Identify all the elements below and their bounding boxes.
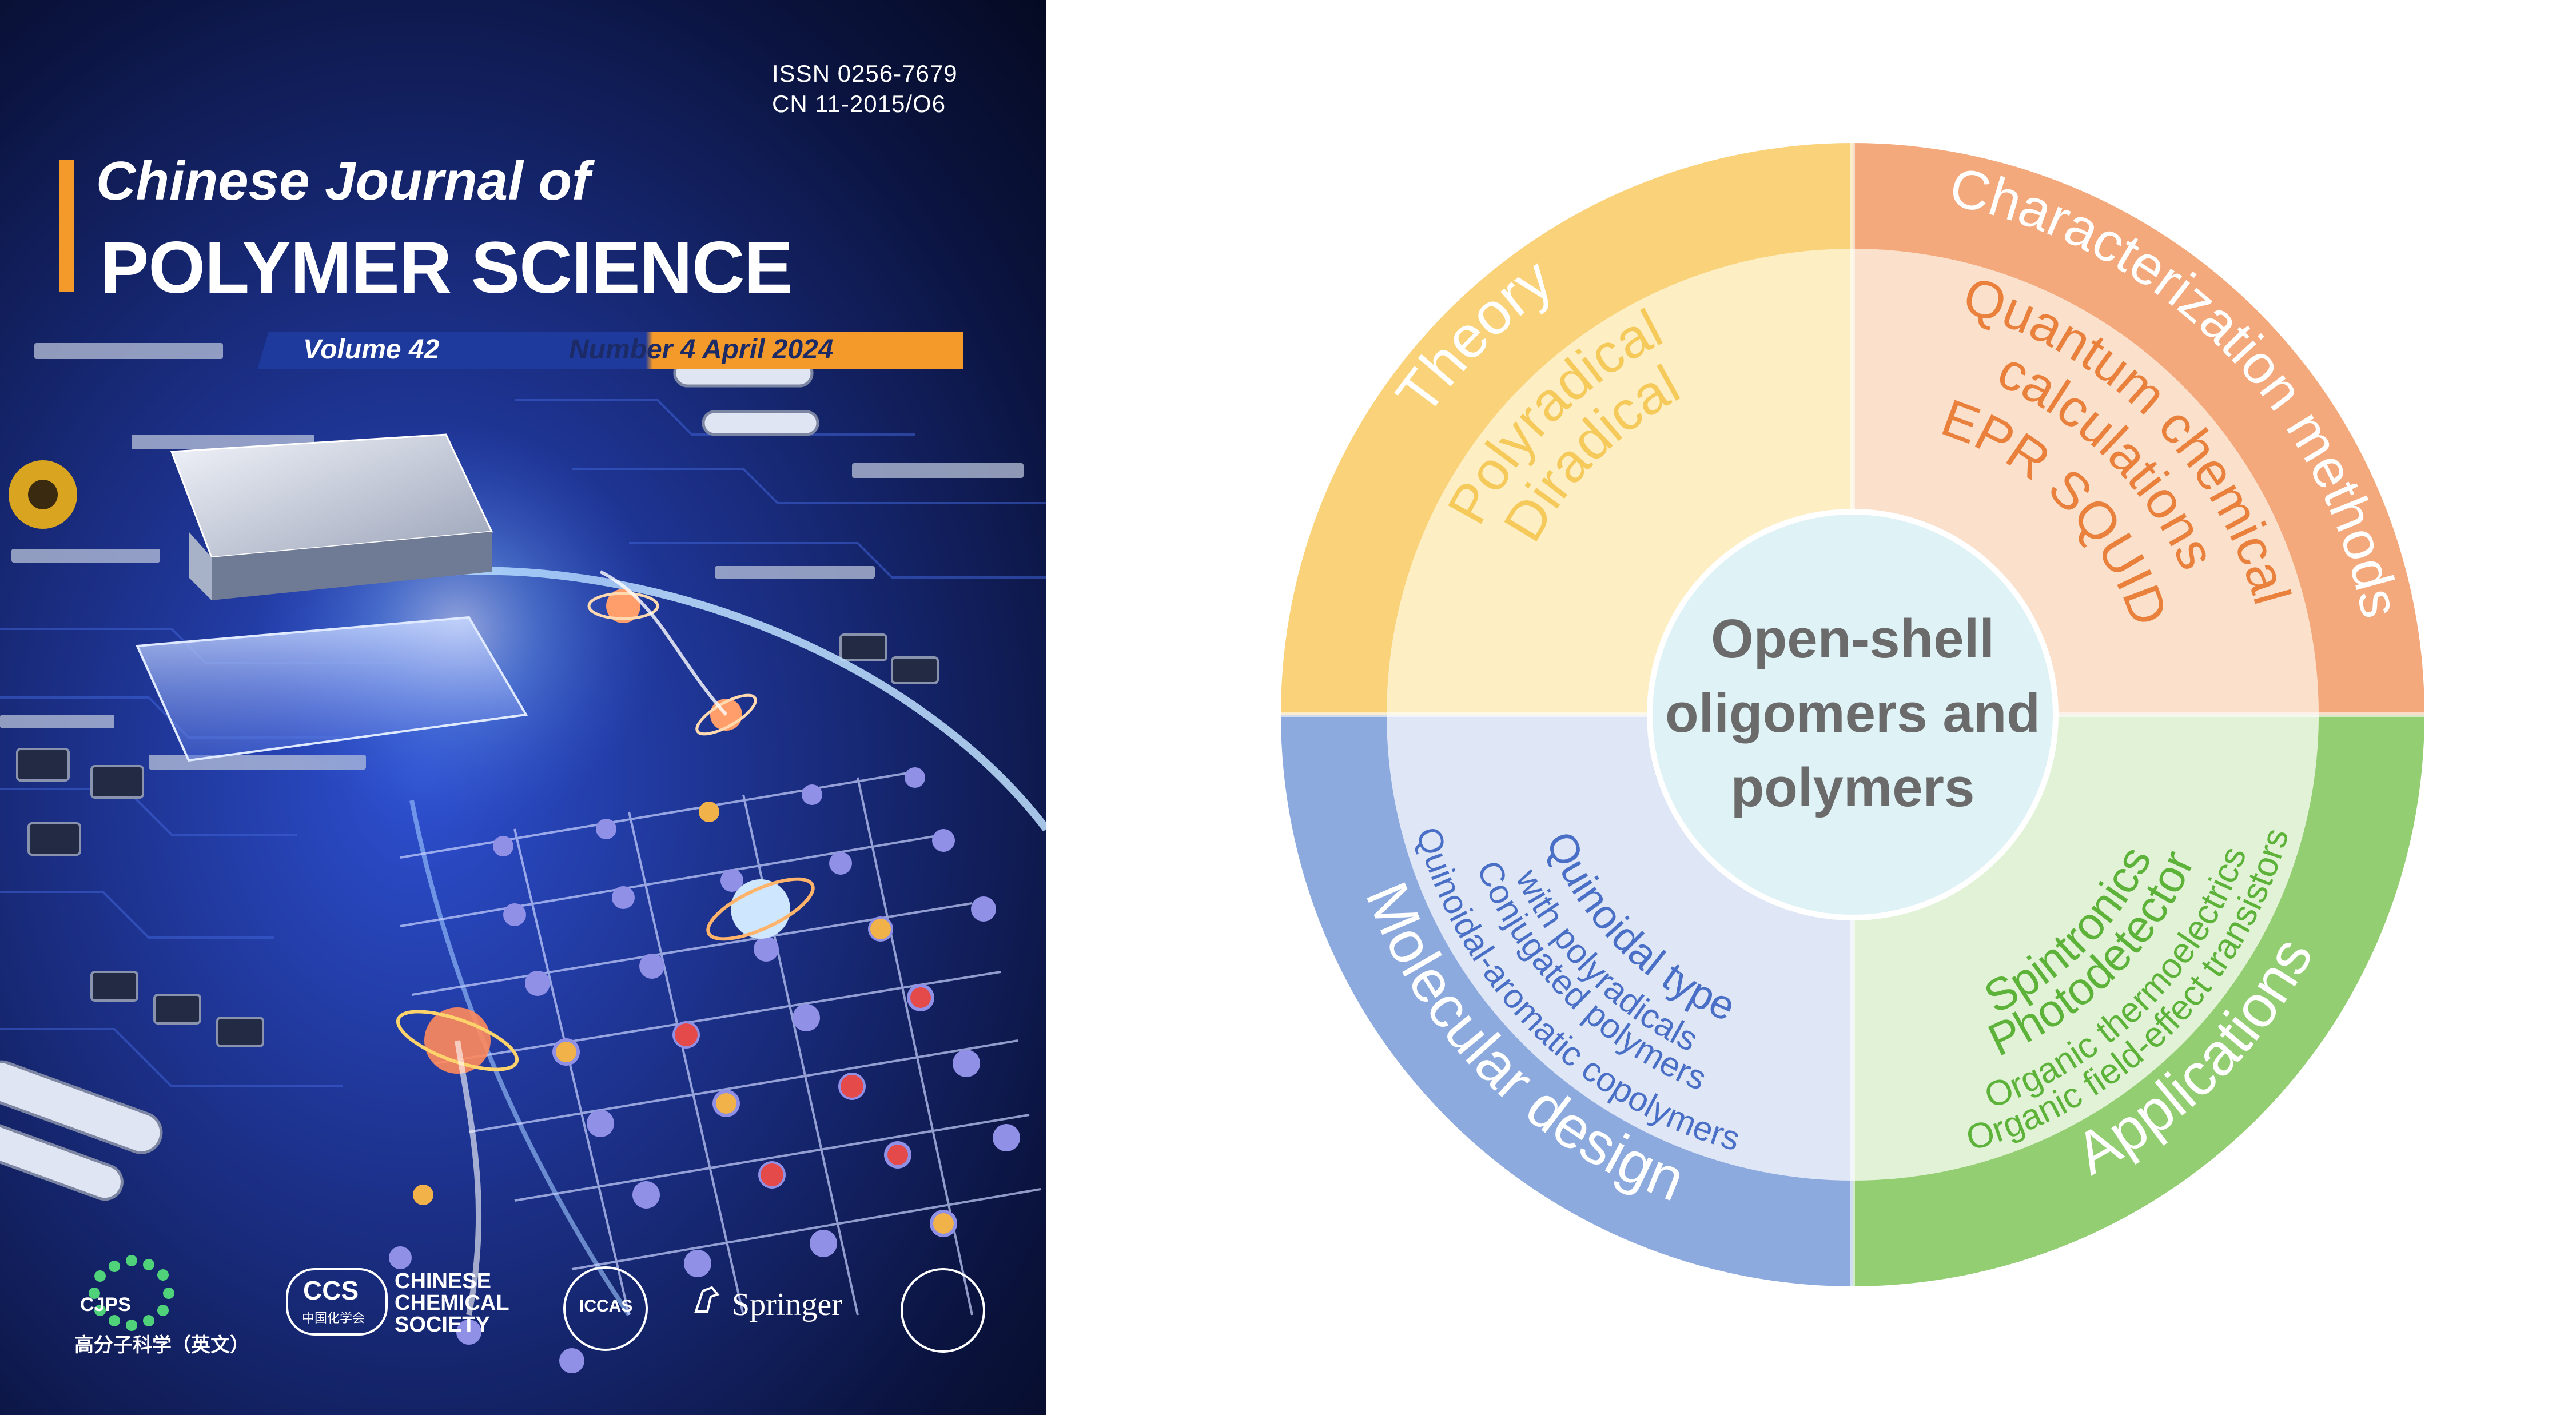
- capsules: [0, 358, 819, 1201]
- issue-number-date: Number 4 April 2024: [569, 334, 834, 365]
- cjps-logo-text: CJPS: [80, 1294, 131, 1316]
- open-shell-diagram: Theory Characterization methods Applicat…: [1281, 143, 2424, 1286]
- cas-seal-icon: [901, 1268, 985, 1353]
- center-line-1: Open-shell: [1711, 608, 1994, 669]
- cjps-logo-dots: [89, 1255, 174, 1331]
- springer-logo-text: Springer: [732, 1287, 842, 1322]
- smd-components: [16, 633, 939, 1047]
- circuit-traces: [0, 399, 1046, 1087]
- volume-label: Volume 42: [303, 334, 440, 365]
- journal-cover: ISSN 0256-7679 CN 11-2015/O6 Chinese Jou…: [0, 0, 1046, 1415]
- springer-horse-icon: [694, 1286, 720, 1313]
- molecular-lattice: [389, 767, 1041, 1373]
- journal-title-line1: Chinese Journal of: [96, 150, 591, 212]
- cover-artwork: [0, 332, 1046, 1373]
- ccs-chinese-name: 中国化学会: [302, 1311, 365, 1325]
- center-line-3: polymers: [1731, 757, 1975, 818]
- title-accent-bar: [59, 160, 74, 292]
- journal-title-line2: POLYMER SCIENCE: [100, 227, 793, 309]
- chinese-chemical-society-text: CHINESE CHEMICAL SOCIETY: [395, 1269, 509, 1337]
- iccas-logo-text: ICCAS: [579, 1297, 633, 1316]
- ccs-logo-badge: [286, 1268, 388, 1336]
- center-circle: [1647, 509, 2059, 920]
- spin-particles: [396, 570, 815, 1316]
- ccs-logo-text: CCS: [303, 1276, 359, 1305]
- iccas-seal-icon: [563, 1266, 648, 1351]
- center-line-2: oligomers and: [1665, 683, 2040, 744]
- cjps-chinese-name: 高分子科学（英文）: [74, 1334, 249, 1356]
- issn: ISSN 0256-7679: [772, 60, 958, 87]
- processor-chip: [136, 433, 528, 762]
- cn-number: CN 11-2015/O6: [772, 90, 946, 117]
- volume-band: [257, 332, 963, 369]
